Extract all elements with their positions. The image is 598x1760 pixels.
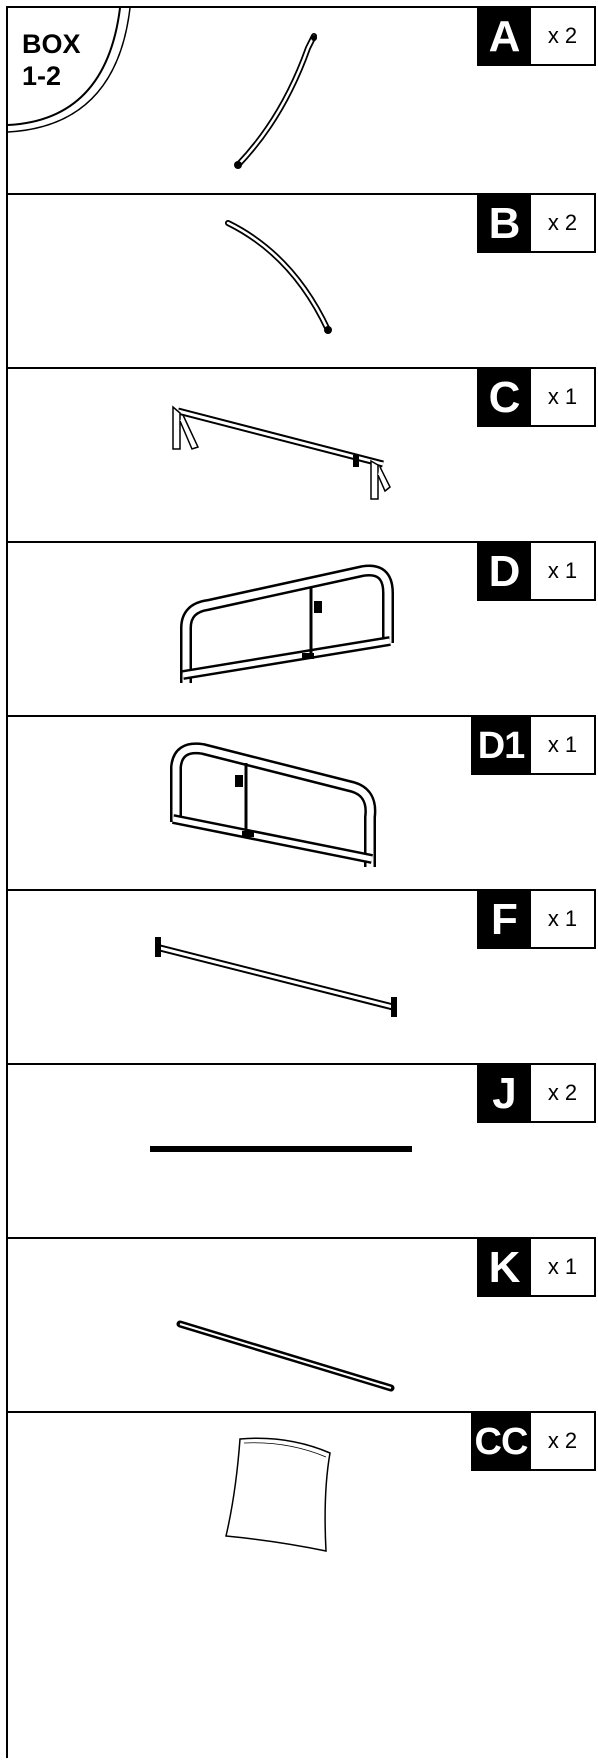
part-letter: F [477, 891, 531, 949]
part-panel-d: D x 1 [6, 543, 596, 717]
part-letter: D [477, 543, 531, 601]
curved-tube-b-icon [225, 220, 332, 334]
part-letter: K [477, 1239, 531, 1297]
part-quantity: x 2 [531, 8, 596, 66]
part-panel-b: B x 2 [6, 195, 596, 369]
bar-with-brackets-icon [172, 405, 391, 500]
part-letter: CC [471, 1413, 531, 1471]
part-quantity: x 1 [531, 717, 596, 775]
part-panel-cc: CC x 2 [6, 1413, 596, 1758]
part-quantity: x 2 [531, 195, 596, 253]
curved-tube-a-icon [234, 33, 317, 169]
part-letter: C [477, 369, 531, 427]
part-quantity: x 1 [531, 891, 596, 949]
cross-rail-icon [155, 937, 397, 1017]
rod-icon [176, 1320, 395, 1392]
fabric-sheet-icon [225, 1437, 331, 1552]
part-panel-c: C x 1 [6, 369, 596, 543]
flat-slat-icon [150, 1146, 412, 1152]
part-letter: B [477, 195, 531, 253]
part-quantity: x 1 [531, 1239, 596, 1297]
box-tag-outline-icon [7, 7, 131, 133]
part-panel-k: K x 1 [6, 1239, 596, 1413]
box-label: BOX 1-2 [22, 29, 81, 91]
part-letter: D1 [471, 717, 531, 775]
parts-sheet: BOX 1-2 A x 2 B x 2 C x [6, 6, 596, 1758]
end-frame-d-icon [180, 564, 394, 683]
part-quantity: x 2 [531, 1413, 596, 1471]
part-panel-j: J x 2 [6, 1065, 596, 1239]
part-letter: A [477, 8, 531, 66]
part-panel-a: BOX 1-2 A x 2 [6, 6, 596, 195]
part-quantity: x 1 [531, 369, 596, 427]
part-panel-d1: D1 x 1 [6, 717, 596, 891]
part-quantity: x 2 [531, 1065, 596, 1123]
end-frame-d1-icon [170, 742, 377, 867]
box-tag: BOX 1-2 [7, 7, 138, 138]
part-letter: J [477, 1065, 531, 1123]
part-panel-f: F x 1 [6, 891, 596, 1065]
part-quantity: x 1 [531, 543, 596, 601]
